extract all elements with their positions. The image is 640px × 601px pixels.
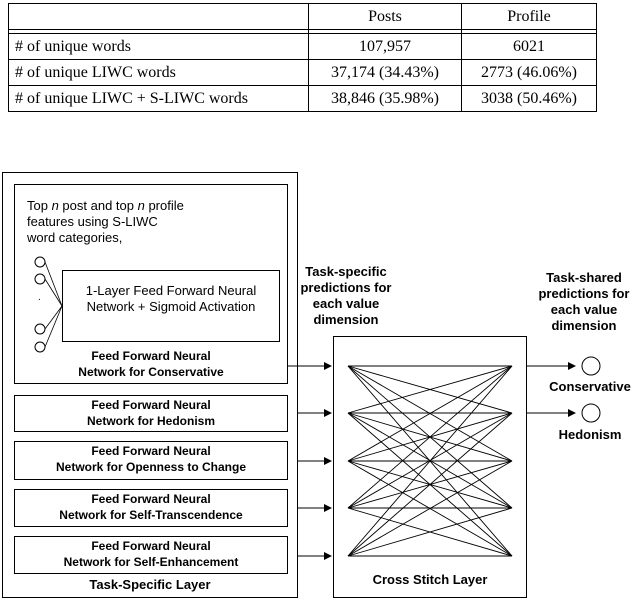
output-label-hedonism: Hedonism bbox=[558, 427, 622, 442]
row-profile: 3038 (50.46%) bbox=[461, 85, 597, 112]
task-specific-layer-label: Task-Specific Layer bbox=[89, 577, 211, 592]
input-node bbox=[34, 273, 46, 285]
table-row: # of unique LIWC words 37,174 (34.43%) 2… bbox=[8, 59, 597, 86]
cross-stitch-layer-label: Cross Stitch Layer bbox=[372, 572, 488, 587]
input-description: Top n post and top n profile features us… bbox=[27, 198, 184, 245]
row-posts: 37,174 (34.43%) bbox=[308, 59, 462, 86]
row-profile: 2773 (46.06%) bbox=[461, 59, 597, 86]
output-nodes bbox=[581, 356, 601, 423]
ellipsis-dots: . bbox=[38, 292, 41, 303]
mesh-connection bbox=[347, 460, 513, 557]
cross-stitch-mesh bbox=[347, 365, 513, 557]
row-label: # of unique LIWC + S-LIWC words bbox=[8, 85, 309, 112]
input-connections bbox=[44, 261, 63, 348]
mesh-connection bbox=[347, 365, 513, 462]
input-node bbox=[34, 323, 46, 335]
mesh-connection bbox=[347, 365, 513, 509]
stats-table: Posts Profile # of unique words 107,957 … bbox=[8, 3, 597, 112]
hedonism-network-box bbox=[14, 395, 288, 432]
output-node-hedonism bbox=[581, 403, 601, 423]
table-row: # of unique words 107,957 6021 bbox=[8, 33, 597, 60]
task-specific-predictions-label: Task-specific predictions for each value… bbox=[300, 264, 392, 327]
mesh-connection bbox=[347, 365, 513, 557]
row-posts: 107,957 bbox=[308, 33, 462, 60]
row-label: # of unique words bbox=[8, 33, 309, 60]
cross-stitch-layer-box bbox=[333, 336, 527, 598]
inner-network-label: 1-Layer Feed Forward Neural Network + Si… bbox=[85, 283, 257, 314]
inner-network-box bbox=[62, 270, 280, 342]
output-node-conservative bbox=[581, 356, 601, 376]
row-posts: 38,846 (35.98%) bbox=[308, 85, 462, 112]
network-label-hedonism: Feed Forward Neural Network for Hedonism bbox=[86, 398, 215, 428]
input-node bbox=[34, 256, 46, 268]
input-node bbox=[34, 341, 46, 353]
table-row: # of unique LIWC + S-LIWC words 38,846 (… bbox=[8, 85, 597, 112]
cross-stitch-to-output-arrows bbox=[527, 362, 576, 417]
self-transcendence-network-box bbox=[14, 489, 288, 527]
network-to-cross-stitch-arrows bbox=[288, 362, 332, 560]
mesh-connection bbox=[347, 365, 513, 414]
network-label-conservative: Feed Forward Neural Network for Conserva… bbox=[78, 349, 224, 379]
mesh-connection bbox=[347, 507, 513, 557]
mesh-connection bbox=[347, 412, 513, 557]
network-label-self-transcendence: Feed Forward Neural Network for Self-Tra… bbox=[59, 492, 243, 522]
row-profile: 6021 bbox=[461, 33, 597, 60]
input-nodes bbox=[34, 256, 46, 353]
self-enhancement-network-box bbox=[14, 536, 288, 574]
task-shared-predictions-label: Task-shared predictions for each value d… bbox=[538, 270, 630, 333]
openness-network-box bbox=[14, 441, 288, 480]
network-label-openness: Feed Forward Neural Network for Openness… bbox=[55, 444, 247, 474]
output-label-conservative: Conservative bbox=[549, 379, 631, 394]
network-label-self-enhancement: Feed Forward Neural Network for Self-Enh… bbox=[63, 539, 239, 569]
